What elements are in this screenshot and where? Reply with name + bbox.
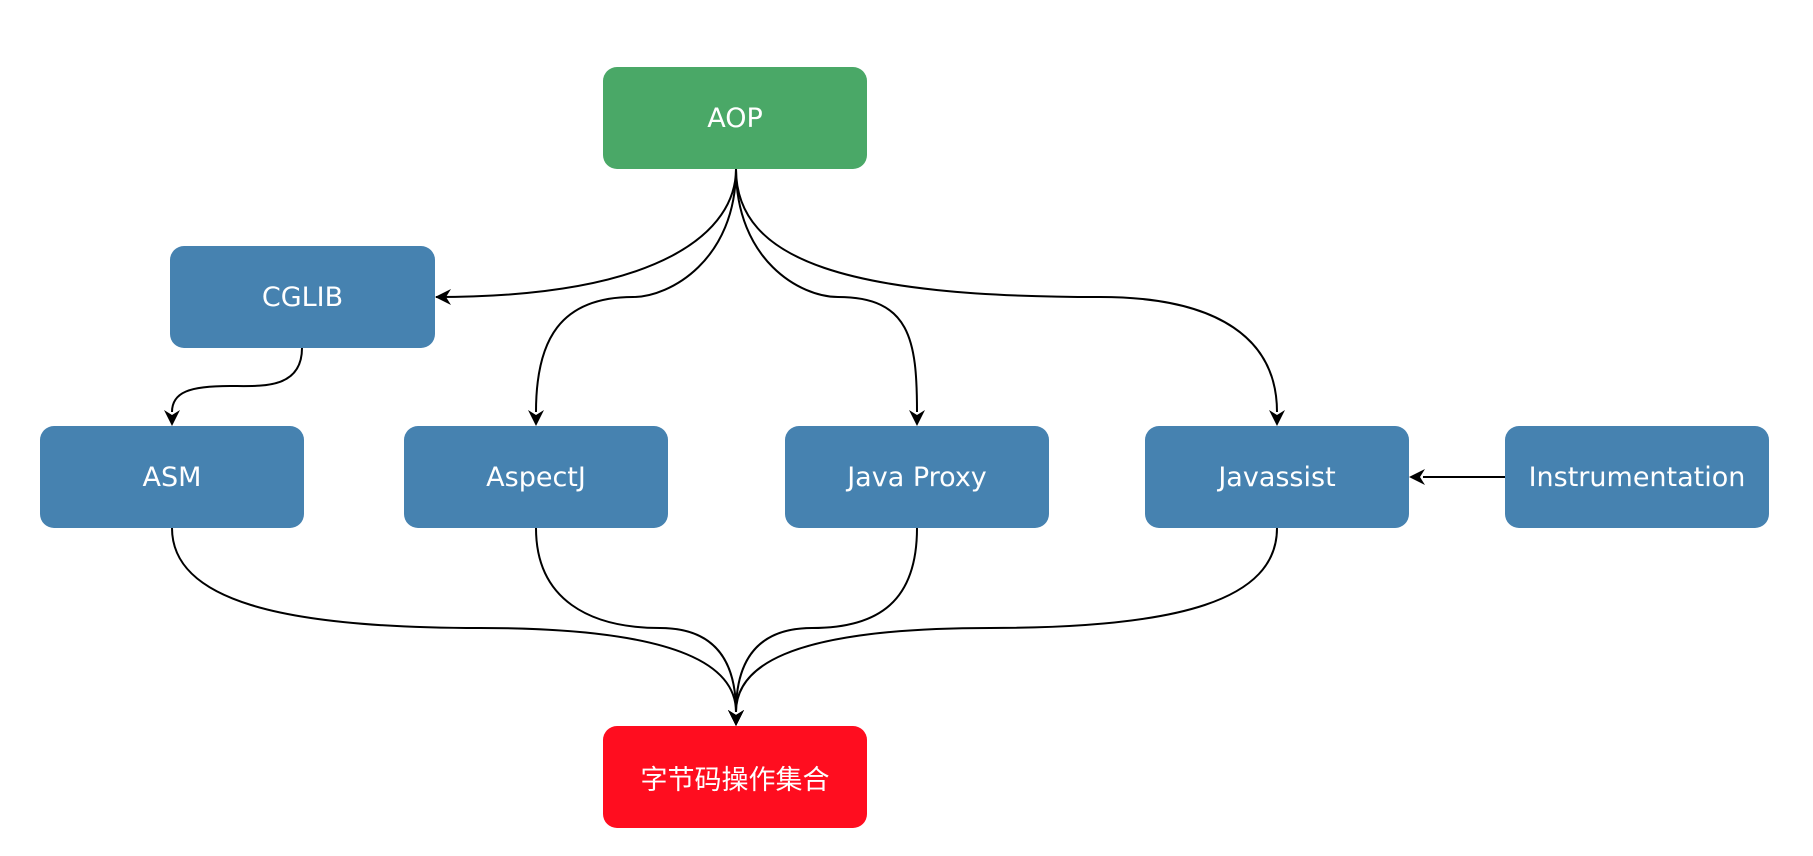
edge-aop-to-cglib [435,168,737,298]
node-asm-label: ASM [142,461,202,493]
node-cglib[interactable]: CGLIB [170,246,435,348]
arrowhead-aop-to-aspectj [528,410,544,426]
node-aop-label: AOP [707,102,763,134]
edge-aop-to-javaproxy [735,168,918,413]
node-asm[interactable]: ASM [40,426,304,528]
node-instrumentation-label: Instrumentation [1528,461,1746,493]
node-aop[interactable]: AOP [603,67,867,169]
node-cglib-label: CGLIB [261,281,344,313]
node-javassist[interactable]: Javassist [1145,426,1409,528]
node-bytecode-label: 字节码操作集合 [640,764,830,796]
node-instrumentation[interactable]: Instrumentation [1505,426,1769,528]
edge-javassist-to-bytecode [735,527,1278,713]
arrowhead-aop-to-cglib [435,289,451,305]
node-aspectj[interactable]: AspectJ [404,426,668,528]
node-aspectj-label: AspectJ [486,461,586,493]
arrowhead-aspectj-to-bytecode [728,710,744,726]
edge-aspectj-to-bytecode [535,527,737,713]
edge-cglib-to-asm [171,347,303,413]
arrowhead-aop-to-javassist [1269,410,1285,426]
arrowhead-javassist-to-bytecode [728,710,744,726]
edge-asm-to-bytecode [171,527,737,713]
node-javaproxy[interactable]: Java Proxy [785,426,1049,528]
arrowhead-javaproxy-to-bytecode [728,710,744,726]
node-javaproxy-label: Java Proxy [847,461,987,493]
edge-aop-to-aspectj [535,168,737,413]
arrowhead-cglib-to-asm [164,410,180,426]
edge-javaproxy-to-bytecode [735,527,918,713]
arrowhead-instrumentation-to-javassist [1409,469,1425,485]
arrowhead-aop-to-javaproxy [909,410,925,426]
arrowhead-asm-to-bytecode [728,710,744,726]
edge-aop-to-javassist [735,168,1278,413]
node-javassist-label: Javassist [1218,461,1336,493]
node-bytecode[interactable]: 字节码操作集合 [603,726,867,828]
